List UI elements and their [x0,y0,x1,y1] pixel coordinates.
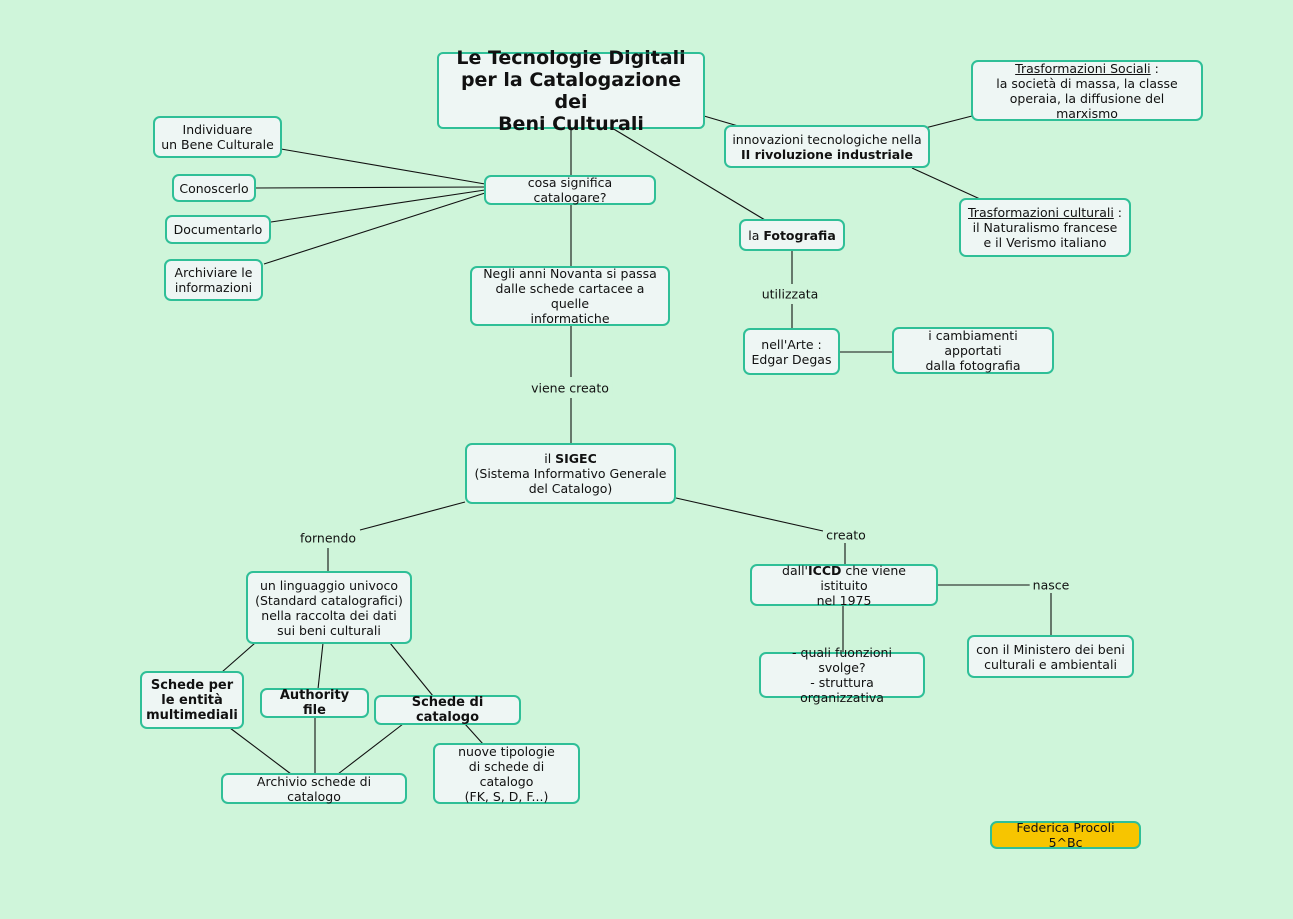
node-text: Documentarlo [173,222,263,237]
node-text-line-2: dalle schede cartacee a quelle [495,281,645,311]
node-schede-multimediali: Schede per le entità multimediali [140,671,244,729]
node-text-line-1: - quali fuonzioni svolge? [792,645,892,675]
node-text-line-2: informazioni [174,280,253,295]
node-text-line-1: Individuare [182,122,253,137]
title-line-3: Beni Culturali [498,112,644,135]
node-archiviare: Archiviare le informazioni [164,259,263,301]
node-text-line-1: Archiviare le [174,265,253,280]
author-badge: Federica Procoli 5^Bc [990,820,1141,850]
node-arte-degas: nell'Arte : Edgar Degas [743,328,840,375]
node-text: Authority file [279,688,350,718]
node-text-line-1: un linguaggio univoco [259,577,399,593]
node-trasformazioni-sociali: Trasformazioni Sociali : la società di m… [971,60,1203,121]
node-text-line-3: informatiche [530,311,610,326]
node-cambiamenti: i cambiamenti apportati dalla fotografia [892,327,1054,374]
node-text-line-2: dalla fotografia [925,358,1021,373]
node-anni-novanta: Negli anni Novanta si passa dalle schede… [470,266,670,326]
node-text: Schede di catalogo [411,695,484,725]
node-text-line-2: il Naturalismo francese [972,220,1118,235]
node-text-line-2: - struttura organizzativa [800,675,884,705]
text-bold: Fotografia [763,227,836,243]
text-pre: il [544,451,556,466]
node-text: Archivio schede di catalogo [256,773,372,804]
node-nuove-tipologie: nuove tipologie di schede di catalogo (F… [433,743,580,804]
node-text-line-2: la società di massa, la classe [996,75,1178,91]
node-documentarlo: Documentarlo [165,215,271,244]
node-text-line-3: multimediali [146,707,238,723]
node-archivio-schede: Archivio schede di catalogo [221,773,407,804]
node-text: Conoscerlo [179,180,249,196]
label-utilizzata: utilizzata [758,286,822,302]
title-line-2: per la Catalogazione dei [460,68,682,113]
node-fotografia: la Fotografia [739,219,845,251]
node-text-line-2: le entità [161,692,223,708]
node-authority-file: Authority file [260,688,369,718]
node-text-line-1: con il Ministero dei beni [976,641,1125,657]
node-text: cosa significa catalogare? [527,175,613,205]
node-ministero: con il Ministero dei beni culturali e am… [967,635,1134,678]
text-bold: ICCD [808,562,842,578]
node-text-line-3: operaia, la diffusione del marxismo [1009,90,1165,121]
label-nasce: nasce [1029,577,1073,593]
node-text: la Fotografia [748,228,836,243]
node-text-line-2: culturali e ambientali [984,656,1117,672]
node-text-line-2: (Sistema Informativo Generale [474,466,667,481]
node-text-line-4: sui beni culturali [277,622,381,638]
node-text-line-1: nell'Arte : [761,336,822,352]
node-text-line-2: di schede di catalogo [468,758,545,789]
node-text-line-3: del Catalogo) [528,481,613,496]
label-creato: creato [823,527,869,543]
node-text-line-3: (FK, S, D, F...) [464,788,549,804]
node-text-line-2: nel 1975 [816,592,872,608]
text-bold: SIGEC [555,451,597,466]
node-text-line-1: il SIGEC [544,451,597,466]
node-text-line-1: innovazioni tecnologiche nella [732,131,922,147]
node-text-line-1: Negli anni Novanta si passa [483,266,657,281]
text-post: che viene istituito [820,562,906,593]
node-text-line-2: un Bene Culturale [161,137,274,152]
text-post: : [1113,205,1122,220]
node-conoscerlo: Conoscerlo [172,174,256,202]
node-iccd: dall'ICCD che viene istituito nel 1975 [750,563,938,608]
node-text-line-1: nuove tipologie [458,743,555,759]
node-text-line-2: (Standard catalografici) [255,592,403,608]
text-underlined: Trasformazioni Sociali [1015,60,1151,76]
text-pre: dall' [782,562,808,578]
text-post: : [1150,60,1159,76]
text-underlined: Trasformazioni culturali [968,205,1114,220]
node-text-line-3: e il Verismo italiano [983,235,1107,250]
node-linguaggio-univoco: un linguaggio univoco (Standard catalogr… [246,571,412,644]
text-pre: la [748,227,764,243]
node-funzioni: - quali fuonzioni svolge? - struttura or… [759,645,925,705]
node-trasformazioni-culturali: Trasformazioni culturali : il Naturalism… [959,198,1131,257]
node-schede-di-catalogo: Schede di catalogo [374,695,521,725]
main-title-node: Le Tecnologie Digitali per la Catalogazi… [437,47,705,135]
node-text-line-2: Edgar Degas [751,351,832,367]
node-text-line-1: Schede per [150,677,234,693]
node-text-line-3: nella raccolta dei dati [261,607,397,623]
node-individuare: Individuare un Bene Culturale [153,116,282,158]
label-viene-creato: viene creato [528,380,612,396]
label-fornendo: fornendo [296,530,360,546]
node-cosa-significa-catalogare: cosa significa catalogare? [484,175,656,205]
node-text-line-1: Trasformazioni Sociali : [1015,61,1159,76]
node-sigec: il SIGEC (Sistema Informativo Generale d… [465,443,676,504]
title-line-1: Le Tecnologie Digitali [456,46,686,69]
author-name: Federica Procoli 5^Bc [1016,820,1115,850]
node-text-line-2: II rivoluzione industriale [741,146,913,162]
node-text-line-1: Trasformazioni culturali : [968,205,1122,220]
node-innovazioni: innovazioni tecnologiche nella II rivolu… [724,125,930,168]
node-text-line-1: dall'ICCD che viene istituito [758,563,930,593]
node-text-line-1: i cambiamenti apportati [928,328,1018,358]
